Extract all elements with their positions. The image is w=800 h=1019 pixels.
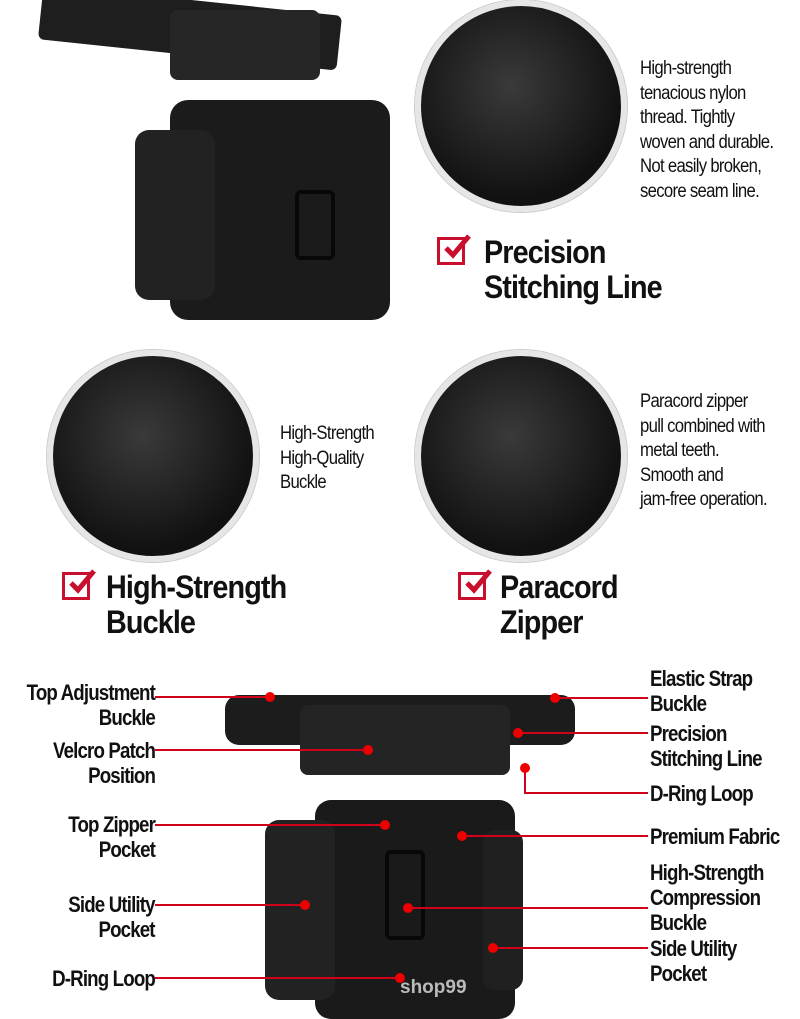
title-line: Buckle [106, 604, 196, 640]
buckle-description: High-Strength High-Quality Buckle [280, 422, 375, 496]
desc-line: Paracord zipper [640, 391, 748, 412]
desc-line: High-Quality [280, 447, 364, 469]
label-line: Side Utility [650, 936, 737, 961]
desc-line: Smooth and [640, 464, 724, 486]
title-line: Zipper [500, 604, 584, 640]
callout-dot [300, 900, 310, 910]
callout-dot [265, 692, 275, 702]
label-line: Precision [650, 721, 727, 746]
title-line: Stitching Line [484, 269, 663, 305]
label-line: Compression [650, 885, 761, 910]
callout-dot [513, 728, 523, 738]
buckle-detail-image [47, 350, 259, 562]
callout-d-ring-loop-left: D-Ring Loop [52, 966, 156, 991]
label-line: Buckle [650, 691, 707, 716]
callout-dot [395, 973, 405, 983]
desc-line: jam-free operation. [640, 489, 768, 510]
label-line: Top Adjustment [26, 680, 156, 705]
label-line: Pocket [650, 961, 707, 986]
checkmark-icon [458, 569, 492, 600]
desc-line: secore seam line. [640, 180, 760, 202]
desc-line: High-strength [640, 58, 732, 79]
callout-dot [380, 820, 390, 830]
label-line: Position [88, 763, 156, 788]
checkmark-icon [62, 569, 96, 600]
label-line: Premium Fabric [650, 824, 780, 849]
callout-d-ring-loop-right: D-Ring Loop [650, 781, 754, 806]
desc-line: High-Strength [280, 423, 375, 444]
title-line: Paracord [500, 569, 619, 605]
feature-title-stitching: Precision Stitching Line [484, 234, 663, 305]
checkmark-icon [437, 234, 471, 265]
watermark: shop99 [400, 977, 467, 998]
callout-dot [520, 763, 530, 773]
zipper-description: Paracord zipper pull combined with metal… [640, 390, 768, 513]
callout-dot [403, 903, 413, 913]
callout-dot [457, 831, 467, 841]
bag-product-image [37, 0, 400, 330]
stitching-detail-image [415, 0, 627, 212]
label-line: Stitching Line [650, 746, 763, 771]
callout-dot [488, 943, 498, 953]
callout-dot [363, 745, 373, 755]
label-line: Elastic Strap [650, 666, 753, 691]
label-line: Top Zipper [68, 812, 156, 837]
label-line: D-Ring Loop [650, 781, 754, 806]
desc-line: pull combined with [640, 415, 766, 437]
label-line: Pocket [98, 837, 156, 862]
label-line: Buckle [98, 705, 156, 730]
label-line: Side Utility [68, 892, 156, 917]
title-line: High-Strength [106, 569, 287, 605]
desc-line: metal teeth. [640, 440, 720, 461]
desc-line: thread. Tightly [640, 107, 735, 128]
feature-title-buckle: High-Strength Buckle [106, 569, 287, 640]
desc-line: woven and durable. [640, 131, 774, 153]
label-line: High-Strength [650, 860, 764, 885]
callout-dot [550, 693, 560, 703]
title-line: Precision [484, 234, 606, 270]
stitching-description: High-strength tenacious nylon thread. Ti… [640, 57, 774, 204]
callout-premium-fabric: Premium Fabric [650, 824, 780, 849]
desc-line: tenacious nylon [640, 82, 746, 104]
label-line: Pocket [98, 917, 156, 942]
zipper-detail-image [415, 350, 627, 562]
desc-line: Not easily broken, [640, 156, 762, 177]
label-line: Velcro Patch [52, 738, 156, 763]
feature-title-zipper: Paracord Zipper [500, 569, 619, 640]
label-line: D-Ring Loop [52, 966, 156, 991]
desc-line: Buckle [280, 472, 327, 493]
label-line: Buckle [650, 910, 707, 935]
